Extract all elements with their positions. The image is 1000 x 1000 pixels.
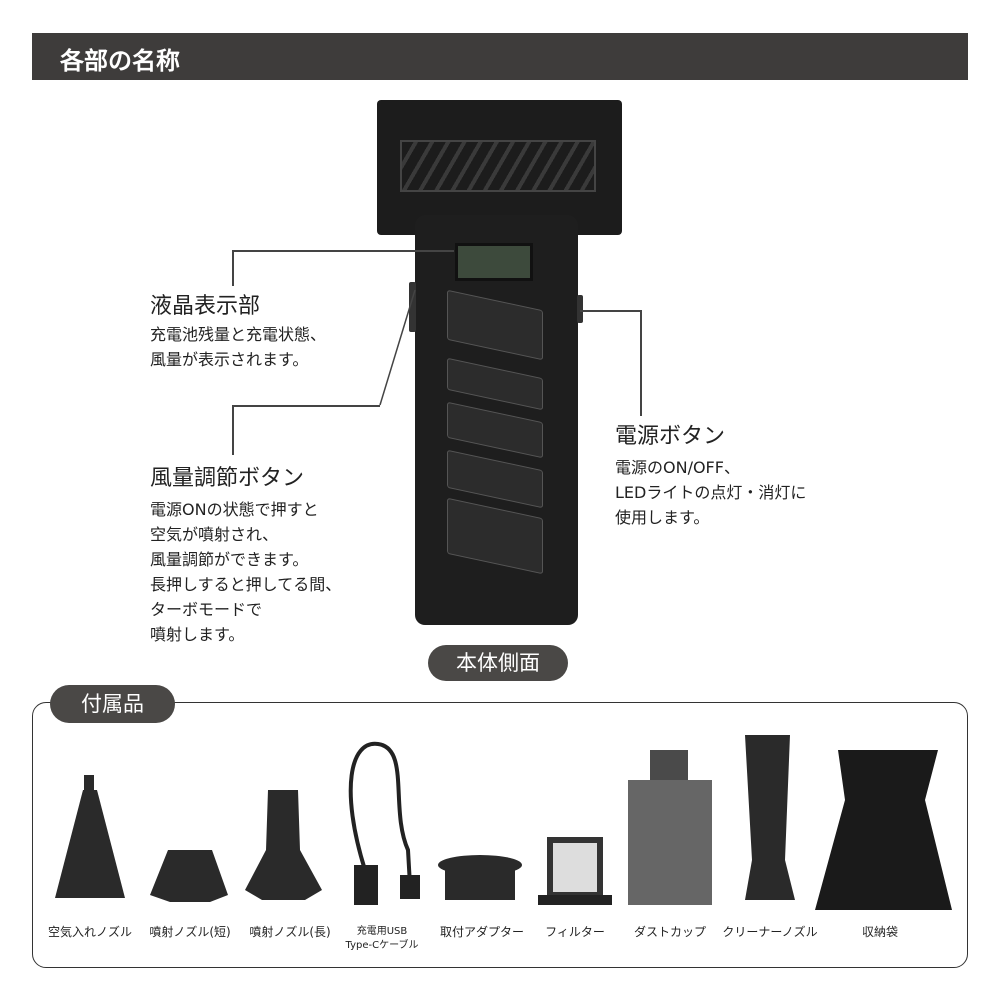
lcd-desc: 充電池残量と充電状態、 風量が表示されます。 (150, 325, 327, 369)
leader-line (232, 250, 234, 286)
accessories-illustrations (55, 735, 952, 910)
side-view-badge: 本体側面 (428, 645, 568, 681)
power-button (577, 295, 583, 323)
filter (538, 837, 612, 905)
lcd-display (455, 243, 533, 281)
vent-panel (400, 140, 596, 192)
air-nozzle (55, 775, 125, 898)
accessory-label: 噴射ノズル(長) (249, 925, 331, 939)
airflow-button (409, 282, 416, 332)
section-header: 各部の名称 (32, 33, 968, 80)
usb-cable (348, 741, 420, 905)
power-desc: 電源のON/OFF、 LEDライトの点灯・消灯に 使用します。 (615, 458, 807, 527)
accessory-label: クリーナーノズル (722, 925, 818, 939)
leader-line (232, 405, 380, 407)
leader-line (232, 405, 234, 455)
section-title: 各部の名称 (60, 47, 180, 75)
accessory-label: フィルター (545, 925, 605, 939)
long-nozzle (245, 790, 322, 900)
mounting-adapter (438, 855, 522, 900)
airflow-desc: 電源ONの状態で押すと 空気が噴射され、 風量調節ができます。 長押しすると押し… (150, 500, 342, 644)
accessory-label: 収納袋 (861, 925, 898, 939)
power-title: 電源ボタン (615, 424, 726, 449)
accessory-label: 噴射ノズル(短) (149, 925, 231, 939)
storage-bag (815, 750, 952, 910)
cleaner-nozzle (745, 735, 795, 900)
leader-line (580, 310, 641, 312)
dust-cup (628, 750, 712, 905)
accessory-label: ダストカップ (633, 925, 706, 939)
accessory-label: 空気入れノズル (47, 925, 132, 939)
accessories-box (32, 702, 968, 968)
accessory-label: 取付アダプター (439, 925, 524, 939)
airflow-title: 風量調節ボタン (150, 466, 305, 491)
leader-line (232, 250, 454, 252)
accessory-label: 充電用USB Type-Cケーブル (345, 926, 419, 951)
leader-line (379, 289, 416, 406)
short-nozzle (150, 850, 228, 902)
accessories-title: 付属品 (50, 685, 175, 723)
lcd-title: 液晶表示部 (150, 294, 261, 319)
leader-line (640, 310, 642, 416)
